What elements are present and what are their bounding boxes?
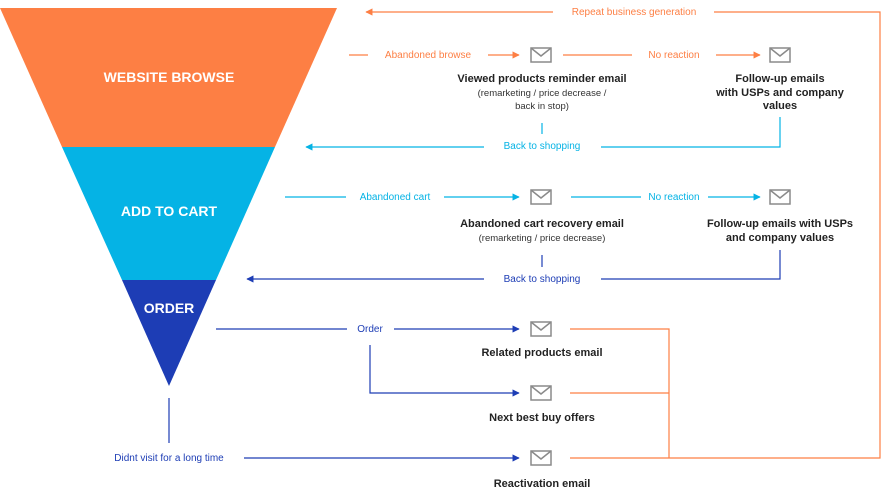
no-reaction-2-label: No reaction [648, 192, 699, 203]
back-to-shopping-2-label: Back to shopping [504, 274, 581, 285]
reactivation-connector [570, 328, 670, 458]
viewed-email-title: Viewed products reminder email [457, 73, 626, 85]
order-label: Order [357, 324, 383, 335]
envelope-icon [530, 450, 552, 466]
followup2-line1: Follow-up emails with USPs [707, 218, 853, 230]
abandoned-browse-label: Abandoned browse [385, 50, 472, 61]
back-to-shopping-2-return [601, 250, 781, 280]
envelope-icon [530, 385, 552, 401]
reactivation-email-title: Reactivation email [494, 478, 591, 488]
repeat-loop-line [570, 11, 881, 459]
cart-email-title: Abandoned cart recovery email [460, 218, 624, 230]
followup1-line3: values [763, 100, 797, 112]
back-to-shopping-1-return [601, 117, 781, 148]
envelope-icon [530, 47, 552, 63]
funnel-label-add-to-cart: ADD TO CART [121, 203, 218, 219]
funnel-stage-order [122, 280, 216, 386]
viewed-email-sub2: back in stop) [515, 101, 569, 112]
funnel-label-website-browse: WEBSITE BROWSE [104, 69, 235, 85]
next-best-arrow [369, 345, 520, 397]
viewed-email-sub1: (remarketing / price decrease / [478, 88, 607, 99]
followup1-line2: with USPs and company [715, 87, 845, 99]
next-best-email-title: Next best buy offers [489, 412, 595, 424]
envelope-icon [769, 47, 791, 63]
followup2-line2: and company values [726, 232, 834, 244]
followup1-line1: Follow-up emails [735, 73, 824, 85]
envelope-icon [530, 321, 552, 337]
envelope-icon [530, 189, 552, 205]
didnt-visit-label: Didnt visit for a long time [114, 453, 224, 464]
envelope-icon [769, 189, 791, 205]
abandoned-cart-label: Abandoned cart [360, 192, 431, 203]
funnel-label-order: ORDER [144, 300, 195, 316]
repeat-label: Repeat business generation [572, 7, 697, 18]
related-email-title: Related products email [481, 347, 602, 359]
funnel-stage-website-browse [0, 8, 337, 147]
no-reaction-1-label: No reaction [648, 50, 699, 61]
cart-email-sub1: (remarketing / price decrease) [479, 233, 606, 244]
back-to-shopping-1-label: Back to shopping [504, 141, 581, 152]
funnel-stage-add-to-cart [62, 147, 275, 280]
